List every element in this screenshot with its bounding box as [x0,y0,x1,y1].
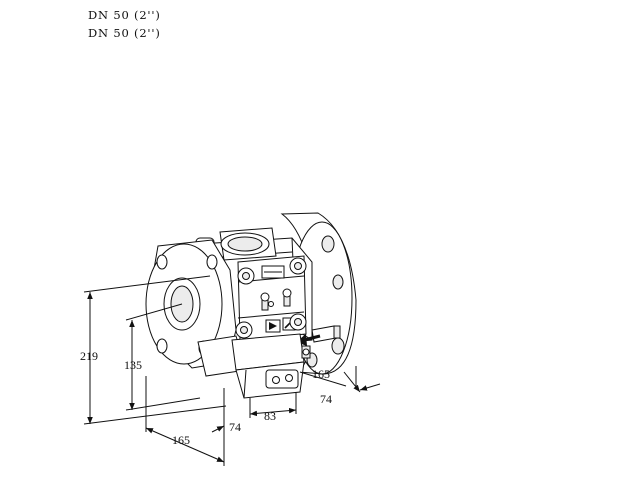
dimension-lines [83,275,381,466]
corner-bolts [235,257,307,339]
extension-line [299,371,347,387]
dim-line-offset-right [359,383,381,391]
actuator-housing [197,333,311,399]
dim-label-width: 83 [264,409,276,423]
extension-line [125,397,201,411]
dim-line-depth-left [145,427,225,463]
dim-label-offset-right: 74 [320,392,332,406]
extension-line [83,275,211,293]
nominal-size-line-2: DN 50 (2'') [88,26,161,40]
header: DN 50 (2'') DN 50 (2'') [88,6,161,42]
dim-line-width [249,407,297,417]
dim-label-height-total: 219 [80,349,98,363]
dim-label-offset-front: 74 [229,420,241,434]
nominal-size-line-1: DN 50 (2'') [88,8,161,22]
dim-label-height-center: 135 [124,358,142,372]
extension-line [125,303,183,321]
dimension-labels: 219 135 165 74 83 165 74 [80,349,332,447]
control-block [237,255,307,341]
dim-label-depth-left: 165 [172,433,190,447]
side-connector [296,325,341,346]
valve-illustration [145,212,357,399]
dim-line-depth-right [343,371,361,393]
dim-label-depth-right: 165 [312,367,330,381]
dim-line-offset-front [211,425,225,433]
extension-line [83,405,227,425]
